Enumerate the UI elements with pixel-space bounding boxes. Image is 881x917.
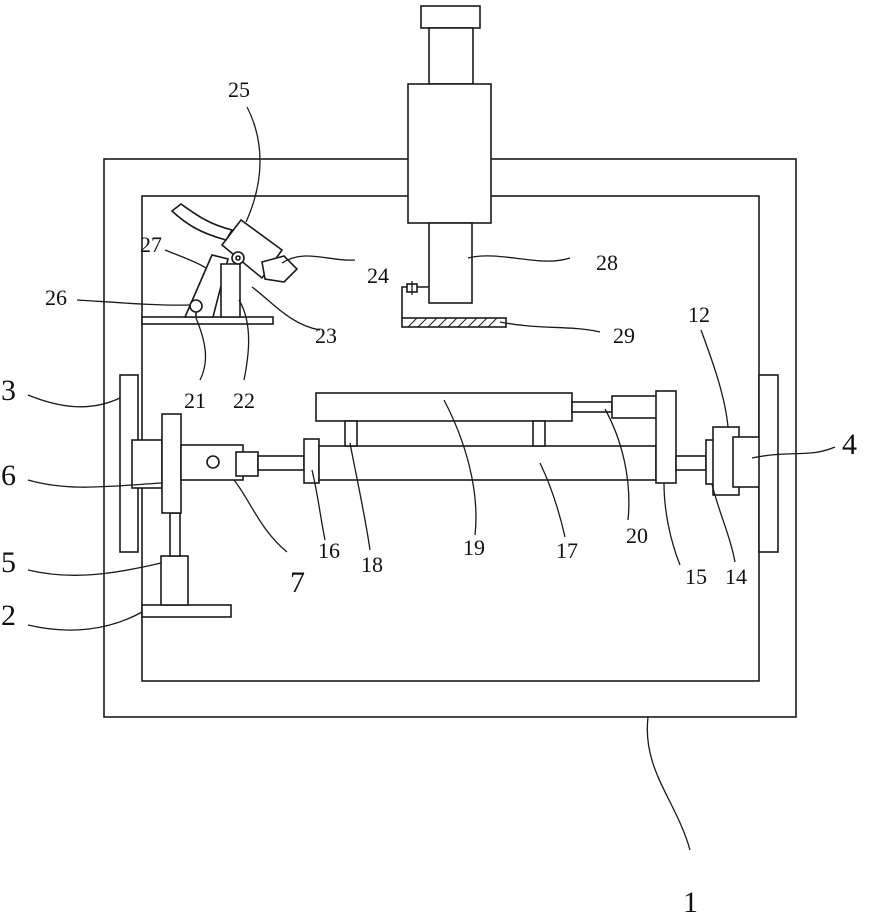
gun-base-plate xyxy=(142,317,273,324)
label-29: 29 xyxy=(613,323,635,348)
gun-pivot-lower xyxy=(190,300,202,312)
base-plate xyxy=(142,605,231,617)
label-6: 6 xyxy=(1,459,16,492)
label-26: 26 xyxy=(45,285,67,310)
label-28: 28 xyxy=(596,250,618,275)
slider-block xyxy=(132,440,162,488)
roller-tube xyxy=(319,446,656,480)
label-1: 1 xyxy=(683,886,698,917)
right-guide-rail xyxy=(759,375,778,552)
label-19: 19 xyxy=(463,535,485,560)
label-2: 2 xyxy=(1,599,16,632)
label-5: 5 xyxy=(1,546,16,579)
label-25: 25 xyxy=(228,77,250,102)
label-23: 23 xyxy=(315,323,337,348)
lift-cylinder xyxy=(161,556,188,605)
standoff-left xyxy=(345,421,357,446)
label-20: 20 xyxy=(626,523,648,548)
label-12: 12 xyxy=(688,302,710,327)
left-shaft xyxy=(258,456,304,470)
label-4: 4 xyxy=(842,428,857,461)
label-24: 24 xyxy=(367,263,389,288)
scraper-plate xyxy=(402,318,506,327)
cylinder-body xyxy=(408,84,491,223)
cylinder-rod-lower xyxy=(429,223,472,303)
label-15: 15 xyxy=(685,564,707,589)
gun-post xyxy=(221,264,240,317)
label-18: 18 xyxy=(361,552,383,577)
cylinder-rod-upper xyxy=(429,28,473,84)
gun-pivot-center xyxy=(236,256,240,260)
label-3: 3 xyxy=(1,374,16,407)
label-27: 27 xyxy=(140,232,162,257)
label-17: 17 xyxy=(556,538,578,563)
label-22: 22 xyxy=(233,388,255,413)
leader-1 xyxy=(647,717,690,850)
mount-plate xyxy=(162,414,181,513)
label-21: 21 xyxy=(184,388,206,413)
upper-bar xyxy=(316,393,572,421)
standoff-right xyxy=(533,421,545,446)
upper-cylinder xyxy=(612,396,657,418)
clamp-hole xyxy=(207,456,219,468)
lift-rod xyxy=(170,513,180,556)
right-end-plate xyxy=(656,391,676,483)
cylinder-cap xyxy=(421,6,480,28)
label-14: 14 xyxy=(725,564,747,589)
left-end-block xyxy=(304,439,319,483)
label-7: 7 xyxy=(290,566,305,599)
clamp-head xyxy=(236,452,258,476)
right-shaft xyxy=(676,456,706,470)
label-16: 16 xyxy=(318,538,340,563)
